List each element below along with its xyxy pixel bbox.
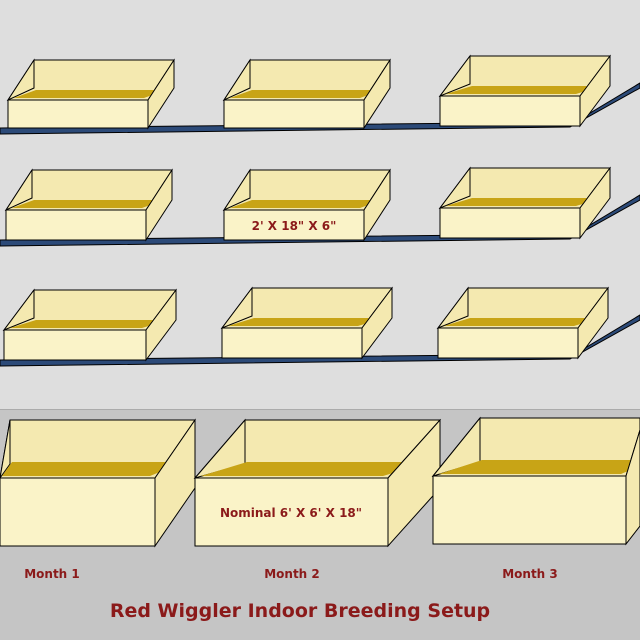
small-bin	[222, 58, 391, 130]
large-floor-bins: Nominal 6' X 6' X 18"	[0, 416, 640, 548]
large-bin	[431, 416, 640, 546]
month-label-1: Month 1	[24, 567, 80, 581]
small-bin	[438, 166, 611, 240]
small-bin	[438, 54, 611, 128]
small-bin	[4, 168, 173, 242]
shelf-1	[0, 54, 640, 135]
large-bin-dimension-label: Nominal 6' X 6' X 18"	[220, 506, 362, 520]
month-label-3: Month 3	[502, 567, 558, 581]
large-bin	[0, 418, 196, 548]
diagram-title: Red Wiggler Indoor Breeding Setup	[110, 600, 490, 622]
small-bin-dimension-label: 2' X 18" X 6"	[252, 219, 337, 233]
small-bin	[2, 288, 177, 362]
shelf-3	[0, 286, 640, 367]
shelf-2: 2' X 18" X 6"	[0, 166, 640, 247]
small-bin	[6, 58, 175, 130]
small-bin	[220, 286, 393, 360]
small-bin	[436, 286, 609, 360]
large-bin-labeled: Nominal 6' X 6' X 18"	[193, 418, 442, 548]
month-label-2: Month 2	[264, 567, 320, 581]
small-bin-labeled: 2' X 18" X 6"	[222, 168, 391, 242]
